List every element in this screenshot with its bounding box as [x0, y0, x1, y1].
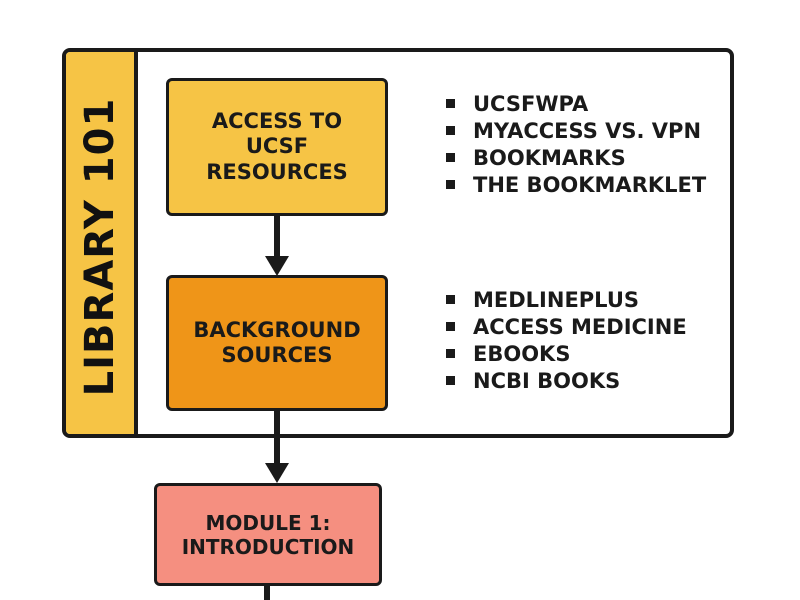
- list-item-text: THE BOOKMARKLET: [473, 172, 707, 197]
- list-item-text: UCSFWPA: [473, 91, 589, 116]
- node-access-label: ACCESS TO UCSF RESOURCES: [206, 109, 348, 184]
- access-resources-list: UCSFWPA MYACCESS VS. VPN BOOKMARKS THE B…: [446, 90, 706, 198]
- list-item: MYACCESS VS. VPN: [446, 117, 706, 144]
- list-item: MEDLINEPLUS: [446, 286, 687, 313]
- arrow-access-to-background: [265, 214, 289, 276]
- list-item-text: NCBI BOOKS: [473, 368, 621, 393]
- list-item: NCBI BOOKS: [446, 367, 687, 394]
- list-item-text: BOOKMARKS: [473, 145, 626, 170]
- bullet-icon: [446, 126, 455, 135]
- node-module-label: MODULE 1: INTRODUCTION: [181, 510, 355, 559]
- node-background-sources: BACKGROUND SOURCES: [166, 275, 388, 411]
- bullet-icon: [446, 322, 455, 331]
- list-item-text: ACCESS MEDICINE: [473, 314, 687, 339]
- bullet-icon: [446, 180, 455, 189]
- list-item: BOOKMARKS: [446, 144, 706, 171]
- list-item: THE BOOKMARKLET: [446, 171, 706, 198]
- background-sources-list: MEDLINEPLUS ACCESS MEDICINE EBOOKS NCBI …: [446, 286, 687, 394]
- list-item: UCSFWPA: [446, 90, 706, 117]
- list-item-text: EBOOKS: [473, 341, 571, 366]
- bullet-icon: [446, 99, 455, 108]
- group-title: LIBRARY 101: [77, 97, 123, 397]
- bullet-icon: [446, 295, 455, 304]
- node-access-to-ucsf-resources: ACCESS TO UCSF RESOURCES: [166, 78, 388, 216]
- node-module-1-introduction: MODULE 1: INTRODUCTION: [154, 483, 382, 586]
- list-item: ACCESS MEDICINE: [446, 313, 687, 340]
- list-item: EBOOKS: [446, 340, 687, 367]
- group-sidebar: LIBRARY 101: [66, 52, 138, 434]
- node-background-label: BACKGROUND SOURCES: [193, 317, 361, 367]
- bullet-icon: [446, 349, 455, 358]
- list-item-text: MYACCESS VS. VPN: [473, 118, 702, 143]
- arrow-module-continue: [264, 584, 270, 600]
- bullet-icon: [446, 376, 455, 385]
- bullet-icon: [446, 153, 455, 162]
- arrow-background-to-module: [265, 409, 289, 483]
- list-item-text: MEDLINEPLUS: [473, 287, 639, 312]
